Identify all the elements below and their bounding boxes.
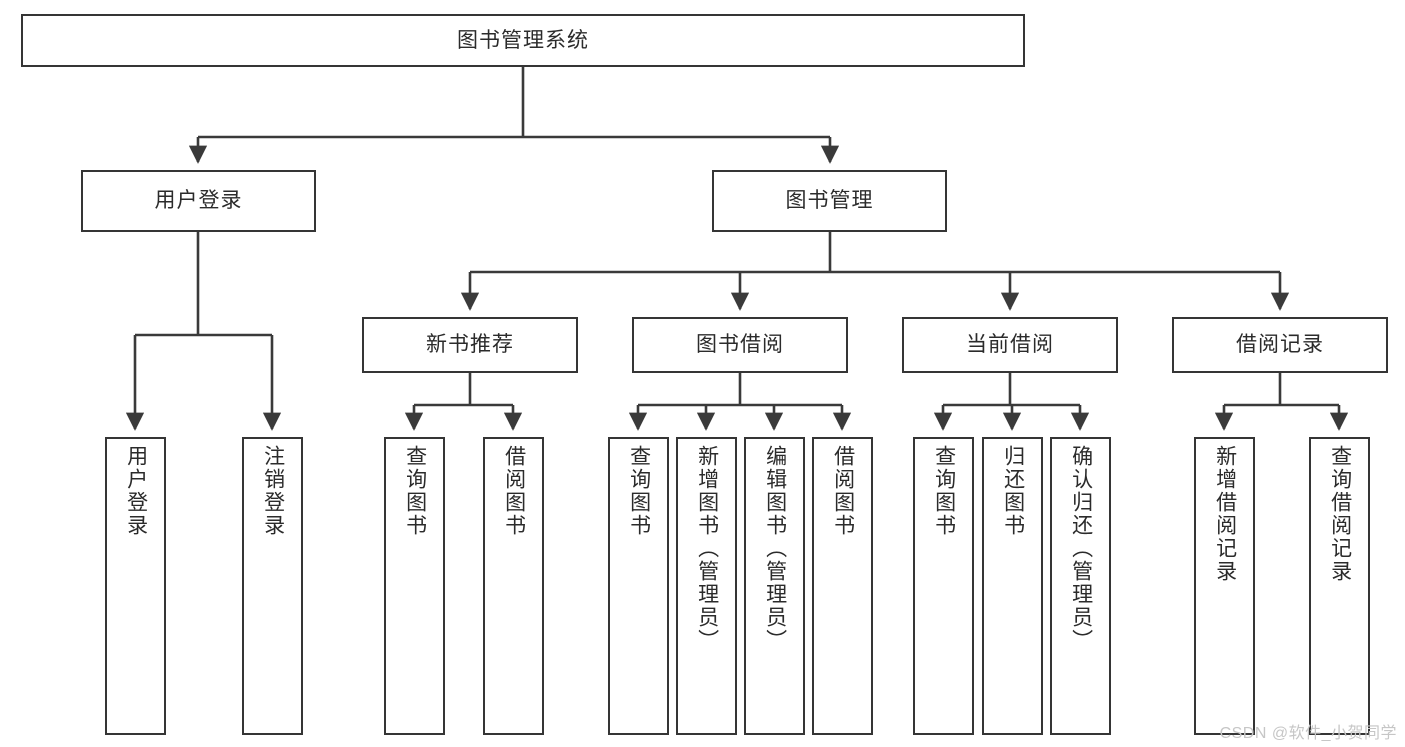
leaf-edit-book-admin-label: 编辑图书（管理员） xyxy=(763,445,787,652)
leaf-logout-login-label: 注销登录 xyxy=(261,445,285,537)
leaf-add-book-admin-label: 新增图书（管理员） xyxy=(695,445,719,652)
leaf-query-book-new-recommend[interactable]: 查询图书 xyxy=(384,437,445,735)
leaf-logout-login[interactable]: 注销登录 xyxy=(242,437,303,735)
leaf-borrow-book-new-recommend-label: 借阅图书 xyxy=(502,445,526,537)
leaf-query-borrow-record-label: 查询借阅记录 xyxy=(1328,445,1352,583)
node-current-borrow-label: 当前借阅 xyxy=(966,333,1054,357)
node-current-borrow[interactable]: 当前借阅 xyxy=(902,317,1118,373)
node-user-login-label: 用户登录 xyxy=(154,189,243,213)
leaf-return-book[interactable]: 归还图书 xyxy=(982,437,1043,735)
leaf-confirm-return-admin-label: 确认归还（管理员） xyxy=(1069,445,1093,652)
leaf-query-book-current[interactable]: 查询图书 xyxy=(913,437,974,735)
node-new-book-recommend-label: 新书推荐 xyxy=(426,333,514,357)
node-borrow-record[interactable]: 借阅记录 xyxy=(1172,317,1388,373)
leaf-return-book-label: 归还图书 xyxy=(1001,445,1025,537)
node-borrow-record-label: 借阅记录 xyxy=(1236,333,1324,357)
leaf-add-borrow-record[interactable]: 新增借阅记录 xyxy=(1194,437,1255,735)
leaf-query-book-current-label: 查询图书 xyxy=(932,445,956,537)
node-new-book-recommend[interactable]: 新书推荐 xyxy=(362,317,578,373)
node-root-system-label: 图书管理系统 xyxy=(457,28,589,52)
leaf-query-book-borrow[interactable]: 查询图书 xyxy=(608,437,669,735)
leaf-add-borrow-record-label: 新增借阅记录 xyxy=(1213,445,1237,583)
leaf-confirm-return-admin[interactable]: 确认归还（管理员） xyxy=(1050,437,1111,735)
node-book-borrow[interactable]: 图书借阅 xyxy=(632,317,848,373)
leaf-add-book-admin[interactable]: 新增图书（管理员） xyxy=(676,437,737,735)
node-book-borrow-label: 图书借阅 xyxy=(696,333,784,357)
node-book-manage[interactable]: 图书管理 xyxy=(712,170,947,232)
leaf-edit-book-admin[interactable]: 编辑图书（管理员） xyxy=(744,437,805,735)
leaf-query-book-borrow-label: 查询图书 xyxy=(627,445,651,537)
node-book-manage-label: 图书管理 xyxy=(785,189,874,213)
leaf-user-login-label: 用户登录 xyxy=(124,445,148,537)
leaf-borrow-book-new-recommend[interactable]: 借阅图书 xyxy=(483,437,544,735)
leaf-user-login[interactable]: 用户登录 xyxy=(105,437,166,735)
node-user-login[interactable]: 用户登录 xyxy=(81,170,316,232)
leaf-query-borrow-record[interactable]: 查询借阅记录 xyxy=(1309,437,1370,735)
csdn-watermark: CSDN @软件_小贺同学 xyxy=(1219,725,1397,742)
leaf-borrow-book-borrow-label: 借阅图书 xyxy=(831,445,855,537)
node-root-system[interactable]: 图书管理系统 xyxy=(21,14,1025,67)
leaf-query-book-new-recommend-label: 查询图书 xyxy=(403,445,427,537)
leaf-borrow-book-borrow[interactable]: 借阅图书 xyxy=(812,437,873,735)
